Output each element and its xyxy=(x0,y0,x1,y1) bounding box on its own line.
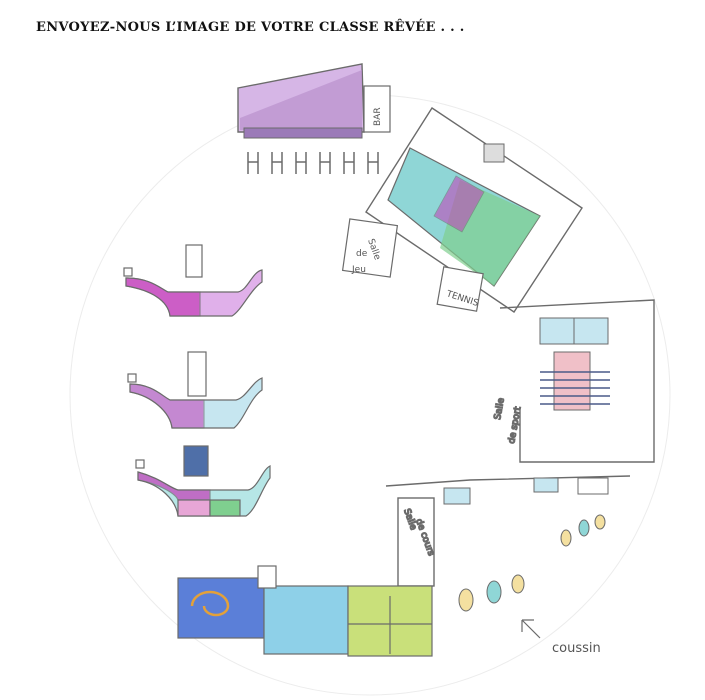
bar-stools xyxy=(247,152,379,174)
coussin-annotation: coussin xyxy=(521,619,601,656)
salle-de-sport: Salle de sport xyxy=(492,299,655,463)
colored-floor xyxy=(177,565,433,657)
ship-1 xyxy=(123,244,263,317)
ship-3 xyxy=(135,445,271,517)
bar-label: BAR xyxy=(373,107,383,126)
salle-de-sport-label-1: Salle xyxy=(493,397,507,421)
salle-de-cours: Salle de cours xyxy=(385,475,631,587)
salle-de-cours-label-2: de cours xyxy=(413,518,436,558)
bar-board: BAR xyxy=(237,63,391,139)
ship-2 xyxy=(127,351,263,429)
coussin-label: coussin xyxy=(552,641,601,656)
tennis-area: Salle de Jeu TENNIS xyxy=(341,107,583,313)
salle-de-sport-label-2: de sport xyxy=(507,406,523,445)
page-title: ENVOYEZ-NOUS L’IMAGE DE VOTRE CLASSE RÊV… xyxy=(36,20,465,35)
salle-de-jeu-label-3: Jeu xyxy=(351,265,366,275)
salle-de-jeu-label-2: de xyxy=(356,249,368,259)
coussins xyxy=(458,514,606,612)
